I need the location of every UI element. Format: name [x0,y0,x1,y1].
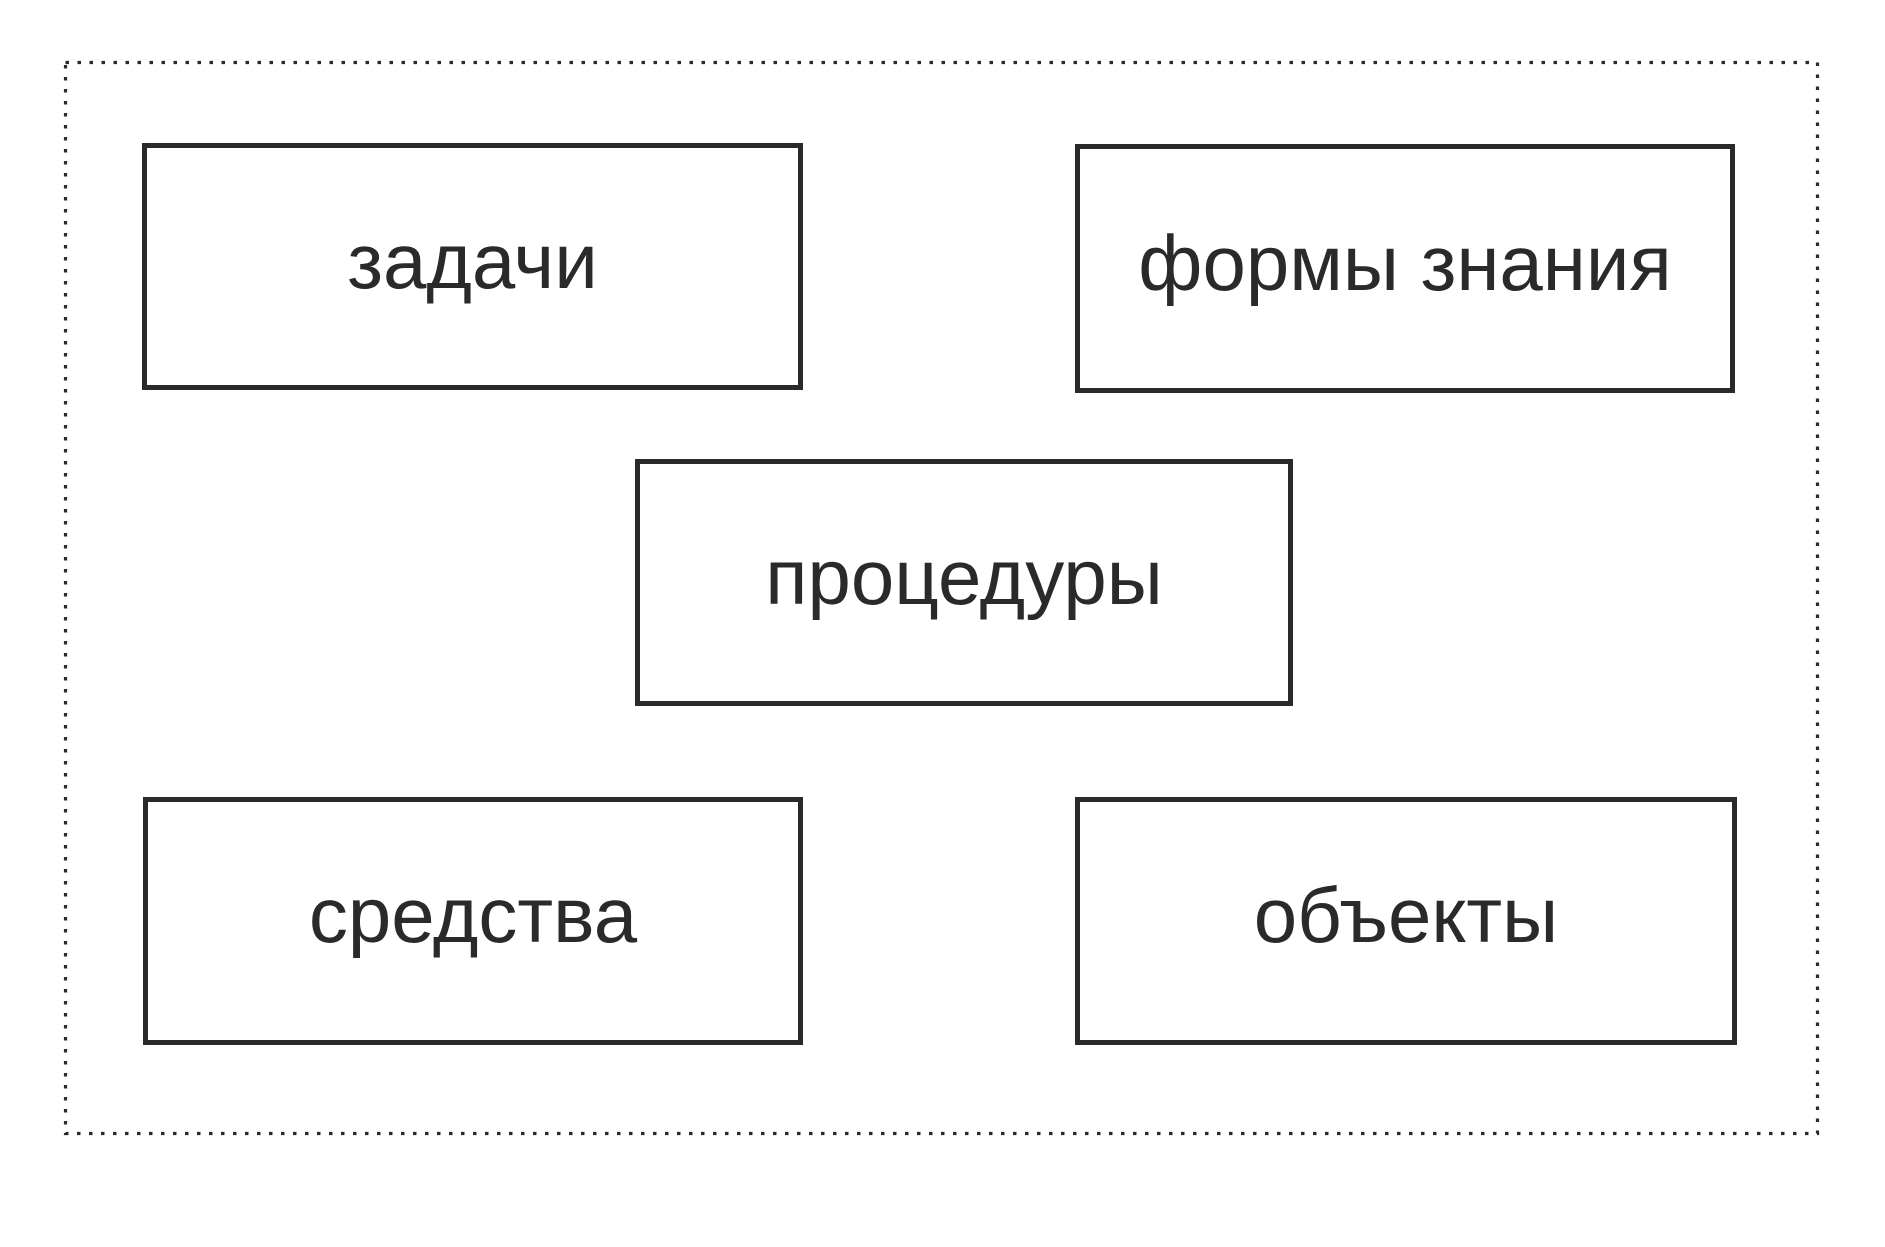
box-objects: объекты [1075,797,1737,1045]
box-procedures: процедуры [635,459,1293,706]
box-forms-of-knowledge: формы знания [1075,144,1735,393]
box-means: средства [143,797,803,1045]
box-tasks: задачи [142,143,803,390]
dotted-frame-rect [63,60,1820,1136]
box-forms-of-knowledge-label: формы знания [1138,218,1672,307]
box-means-label: средства [308,871,638,959]
box-objects-label: объекты [1253,871,1559,959]
box-procedures-label: процедуры [765,532,1163,621]
box-tasks-label: задачи [347,216,598,305]
